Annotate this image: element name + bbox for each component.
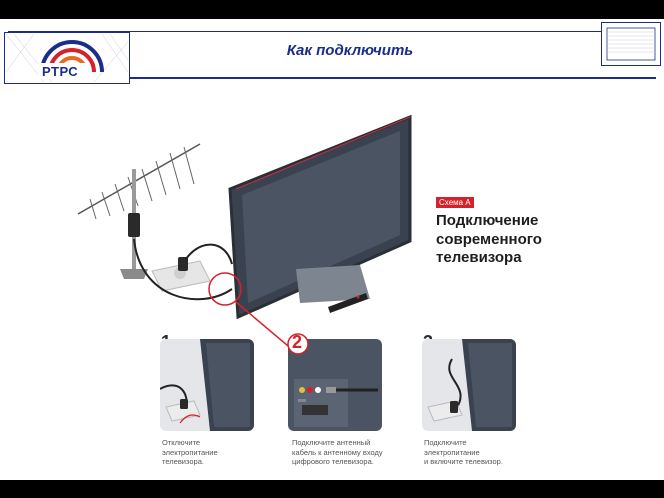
logo-text: РТРС <box>42 64 79 79</box>
rtrs-logo: РТРС <box>4 32 130 84</box>
header-bottom-rule <box>8 77 656 79</box>
step-2-text-line: кабель к антенному входу <box>292 447 383 457</box>
scheme-title-line: телевизора <box>436 249 522 266</box>
header-decoration <box>601 22 661 66</box>
step-3-card <box>422 339 516 431</box>
step-2-card <box>288 339 382 431</box>
tv-icon <box>228 114 412 320</box>
scheme-title: Подключение современного телевизора <box>436 212 542 268</box>
power-socket-icon <box>151 257 211 292</box>
slide: РТРС Как подключить <box>0 19 664 480</box>
step-1-text: Отключите электропитание телевизора. <box>162 438 272 467</box>
step-3-text: Подключите электропитание и включите тел… <box>424 438 534 467</box>
scheme-badge: Схема А <box>436 197 474 208</box>
step-1-text-line: Отключите <box>162 438 201 447</box>
connection-illustration <box>60 89 460 352</box>
scheme-title-line: Подключение <box>436 212 539 229</box>
pointer-line <box>235 301 295 352</box>
step-2-number: 2 <box>287 332 309 355</box>
step-2-text: Подключите антенный кабель к антенному в… <box>292 438 402 467</box>
highlight-circle <box>208 272 242 306</box>
step-2-text-line: цифрового телевизора. <box>292 457 374 467</box>
step-1-card <box>160 339 254 431</box>
step-3-text-line: и включите телевизор. <box>424 457 503 467</box>
scheme-title-line: современного <box>436 230 542 248</box>
step-2-number-text: 2 <box>292 332 303 352</box>
step-3-text-line: Подключите <box>424 438 467 447</box>
step-3-text-line: электропитание <box>424 447 480 457</box>
page-title: Как подключить <box>286 42 414 59</box>
antenna-icon <box>77 143 201 279</box>
remote-control-icon <box>328 293 368 313</box>
step-2-text-line: Подключите антенный <box>292 438 371 447</box>
step-1-text-line: электропитание <box>162 447 218 457</box>
step-1-text-line: телевизора. <box>162 457 204 467</box>
header-top-rule <box>8 31 656 32</box>
